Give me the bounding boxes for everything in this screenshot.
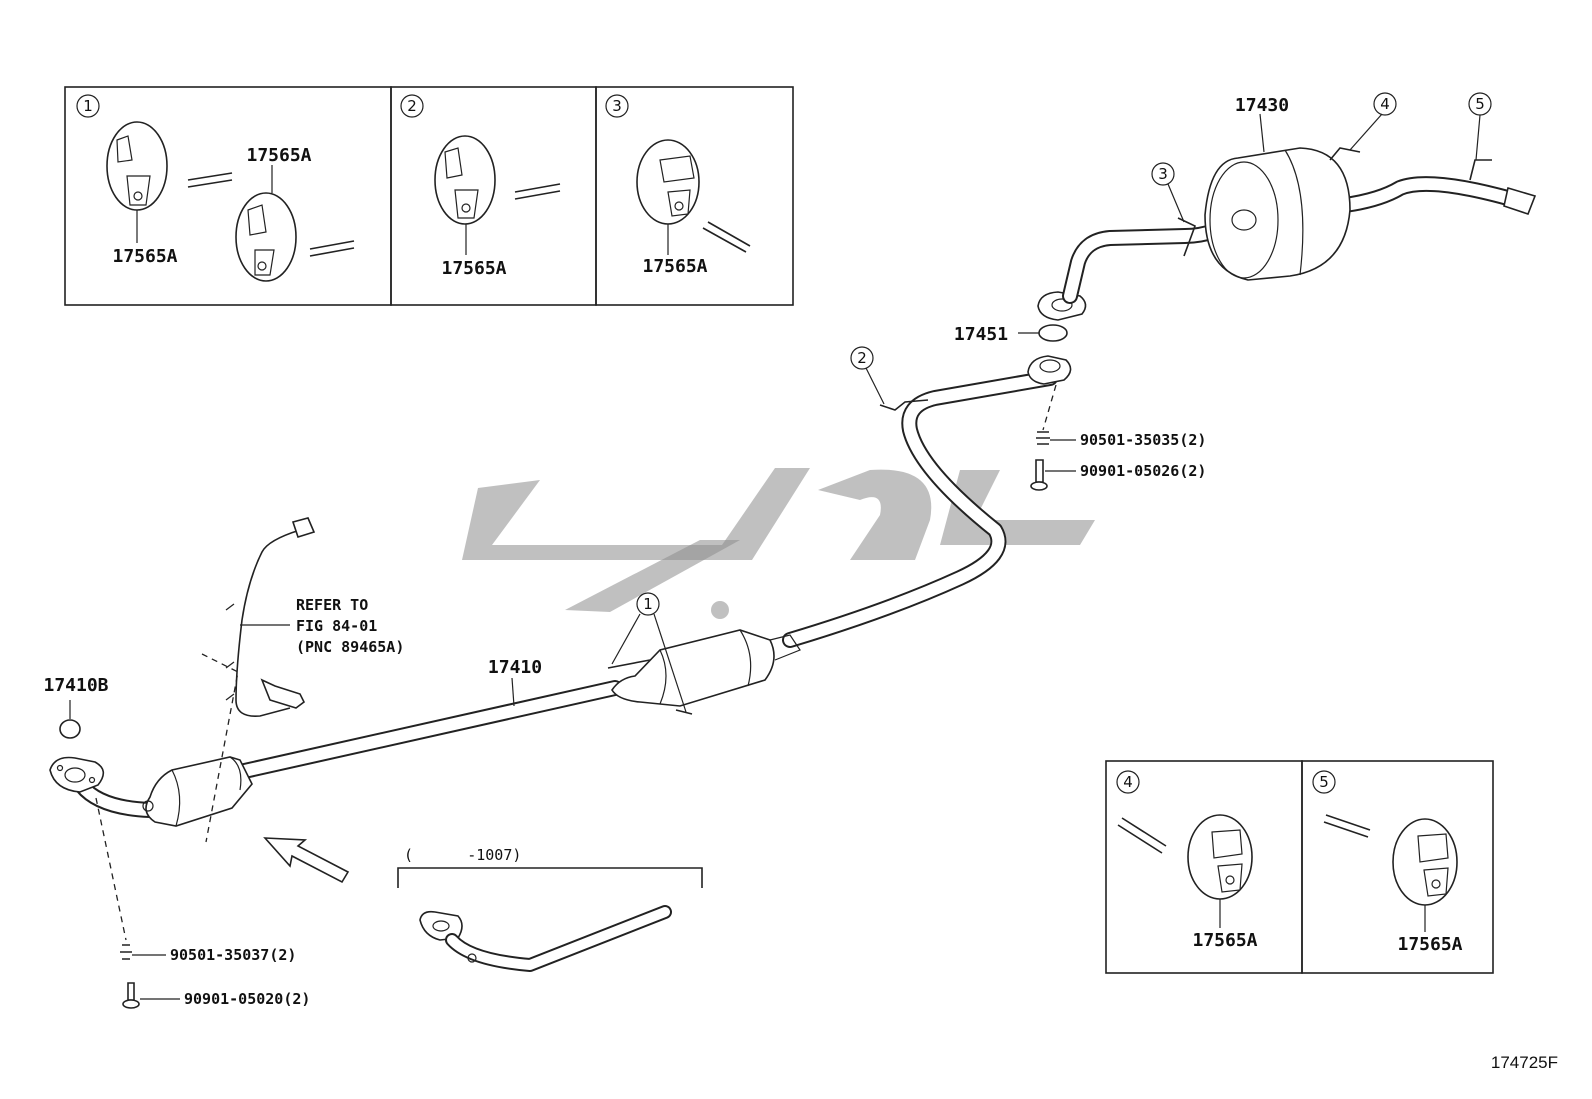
rubber-hanger-icon [636, 139, 700, 225]
front-exhaust-pipe [74, 370, 1058, 818]
spring-icon [1036, 431, 1050, 445]
oxygen-sensor [225, 517, 316, 717]
part-label-90501-35037: 90501-35037(2) [170, 946, 296, 964]
svg-text:2: 2 [857, 349, 867, 367]
hanger-bracket [1329, 147, 1361, 161]
hanger-bracket [1469, 159, 1492, 181]
svg-text:4: 4 [1380, 95, 1390, 113]
refer-note-line-3: (PNC 89465A) [296, 638, 404, 656]
center-pipe-flange [1027, 355, 1072, 385]
gasket-17451 [1038, 324, 1068, 342]
figure-code: 174725F [1491, 1053, 1558, 1072]
part-label-17565A: 17565A [1192, 930, 1257, 951]
rubber-hanger-icon [235, 192, 297, 282]
manifold-flange [49, 756, 105, 793]
refer-note-line-1: REFER TO [296, 596, 368, 614]
spring-icon [120, 944, 132, 960]
gasket-17410B [59, 719, 81, 739]
svg-text:1: 1 [643, 595, 653, 613]
svg-text:3: 3 [1158, 165, 1168, 183]
tailpipe-flange [1037, 291, 1087, 321]
bolt-icon [127, 982, 135, 1001]
center-catalytic-converter [611, 629, 801, 707]
callout-4: 4 [1373, 92, 1397, 116]
part-label-90901-05020: 90901-05020(2) [184, 990, 310, 1008]
part-label-17565A: 17565A [246, 145, 311, 166]
part-label-17565A: 17565A [112, 246, 177, 267]
inset-marker-2: 2 [407, 97, 417, 115]
tailpipe-muffler-assy [1062, 147, 1537, 304]
bolt-axis-line [95, 797, 127, 941]
rubber-hanger-icon [434, 135, 496, 225]
callout-3: 3 [1151, 162, 1175, 186]
front-catalytic-converter [142, 756, 253, 827]
hanger-bracket [607, 659, 651, 669]
part-label-17451: 17451 [954, 324, 1008, 345]
part-label-90901-05026: 90901-05026(2) [1080, 462, 1206, 480]
bolt-axis-line [1042, 384, 1057, 431]
front-direction-arrow-icon [263, 837, 350, 884]
rubber-hanger-icon [1187, 814, 1253, 900]
rubber-hanger-icon [106, 121, 168, 211]
variant-note: ( -1007) [404, 846, 521, 864]
inset-box-3: 3 17565A [595, 86, 794, 306]
part-label-17410B: 17410B [43, 675, 108, 696]
inset-marker-3: 3 [612, 97, 622, 115]
rubber-hanger-icon [1392, 818, 1458, 906]
inset-box-2: 2 17565A [390, 86, 597, 306]
inset-box-1: 1 17565A 17565A [64, 86, 392, 306]
refer-note-line-2: FIG 84-01 [296, 617, 377, 635]
callout-5: 5 [1468, 92, 1492, 116]
hanger-bracket [879, 399, 929, 411]
inset-marker-5: 5 [1319, 773, 1329, 791]
hanger-bracket [675, 709, 693, 715]
part-label-17410: 17410 [488, 657, 542, 678]
part-label-90501-35035: 90501-35035(2) [1080, 431, 1206, 449]
bolt-icon [1035, 459, 1044, 483]
part-label-17565A: 17565A [1397, 934, 1462, 955]
sensor-dashed-outline [201, 653, 239, 843]
inset-box-4: 4 17565A [1105, 760, 1303, 974]
inset-marker-4: 4 [1123, 773, 1133, 791]
part-label-17565A: 17565A [642, 256, 707, 277]
part-label-17430: 17430 [1235, 95, 1289, 116]
variant-inset [397, 867, 703, 972]
inset-marker-1: 1 [83, 97, 93, 115]
inset-box-5: 5 17565A [1301, 760, 1494, 974]
svg-text:5: 5 [1475, 95, 1485, 113]
part-label-17565A: 17565A [441, 258, 506, 279]
callout-1: 1 [636, 592, 660, 616]
callout-2: 2 [850, 346, 874, 370]
